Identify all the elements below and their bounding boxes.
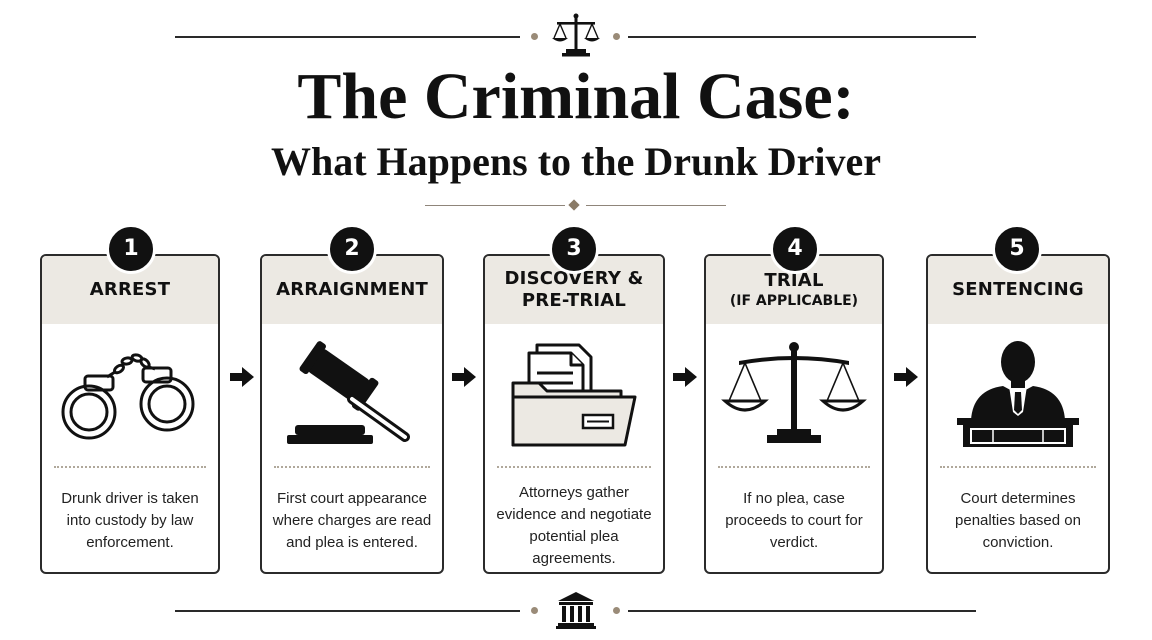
step-card-divider [497,466,651,468]
step-card-divider [940,466,1096,468]
top-rule-right [628,36,976,38]
step-number-badge: 2 [327,224,377,274]
step-label: SENTENCING [952,279,1084,300]
step-label: ARRAIGNMENT [276,279,428,300]
step-number-badge: 5 [992,224,1042,274]
bottom-rule-left [175,610,520,612]
step-card-divider [274,466,430,468]
top-dot-left [531,33,538,40]
step-label: ARREST [89,279,171,300]
courthouse-icon [556,592,596,629]
arrow-right-icon [894,367,918,387]
title-divider-diamond [568,199,580,211]
judge-icon [928,332,1108,456]
page-subtitle: What Happens to the Drunk Driver [270,139,882,184]
step-description: Drunk driver is taken into custody by la… [61,490,199,551]
step-card-divider [54,466,206,468]
step-card-trial: TRIAL (IF APPLICABLE) If no plea, case p… [704,254,884,574]
top-dot-right [613,33,620,40]
top-rule-left [175,36,520,38]
arrow-right-icon [230,367,254,387]
bottom-dot-left [531,607,538,614]
scales-icon [706,332,882,456]
gavel-icon [262,332,442,456]
folder-documents-icon [485,332,663,456]
scales-of-justice-icon [552,13,600,57]
step-number-badge: 4 [770,224,820,274]
step-description: Court determines penalties based on conv… [955,490,1081,551]
title-divider-right [586,205,726,206]
handcuffs-icon [42,332,218,456]
step-description: If no plea, case proceeds to court for v… [725,490,863,551]
step-card-arrest: ARREST Drunk driver is taken into custod… [40,254,220,574]
step-card-divider [718,466,870,468]
arrow-right-icon [673,367,697,387]
arrow-right-icon [452,367,476,387]
title-divider-left [425,205,565,206]
step-card-sentencing: SENTENCING Court determines penalties ba… [926,254,1110,574]
step-sublabel: (IF APPLICABLE) [729,293,859,309]
step-card-discovery: DISCOVERY & PRE-TRIAL Attorneys gather e… [483,254,665,574]
step-card-arraignment: ARRAIGNMENT First court appearance where… [260,254,444,574]
page-title: The Criminal Case: [297,60,855,133]
step-number-badge: 1 [106,224,156,274]
step-card-header: ARREST [42,256,218,324]
step-label: TRIAL [764,270,824,291]
step-number-badge: 3 [549,224,599,274]
bottom-rule-right [628,610,976,612]
step-description: Attorneys gather evidence and negotiate … [496,484,652,567]
step-label: DISCOVERY & PRE-TRIAL [504,268,644,311]
step-description: First court appearance where charges are… [272,490,432,551]
bottom-dot-right [613,607,620,614]
